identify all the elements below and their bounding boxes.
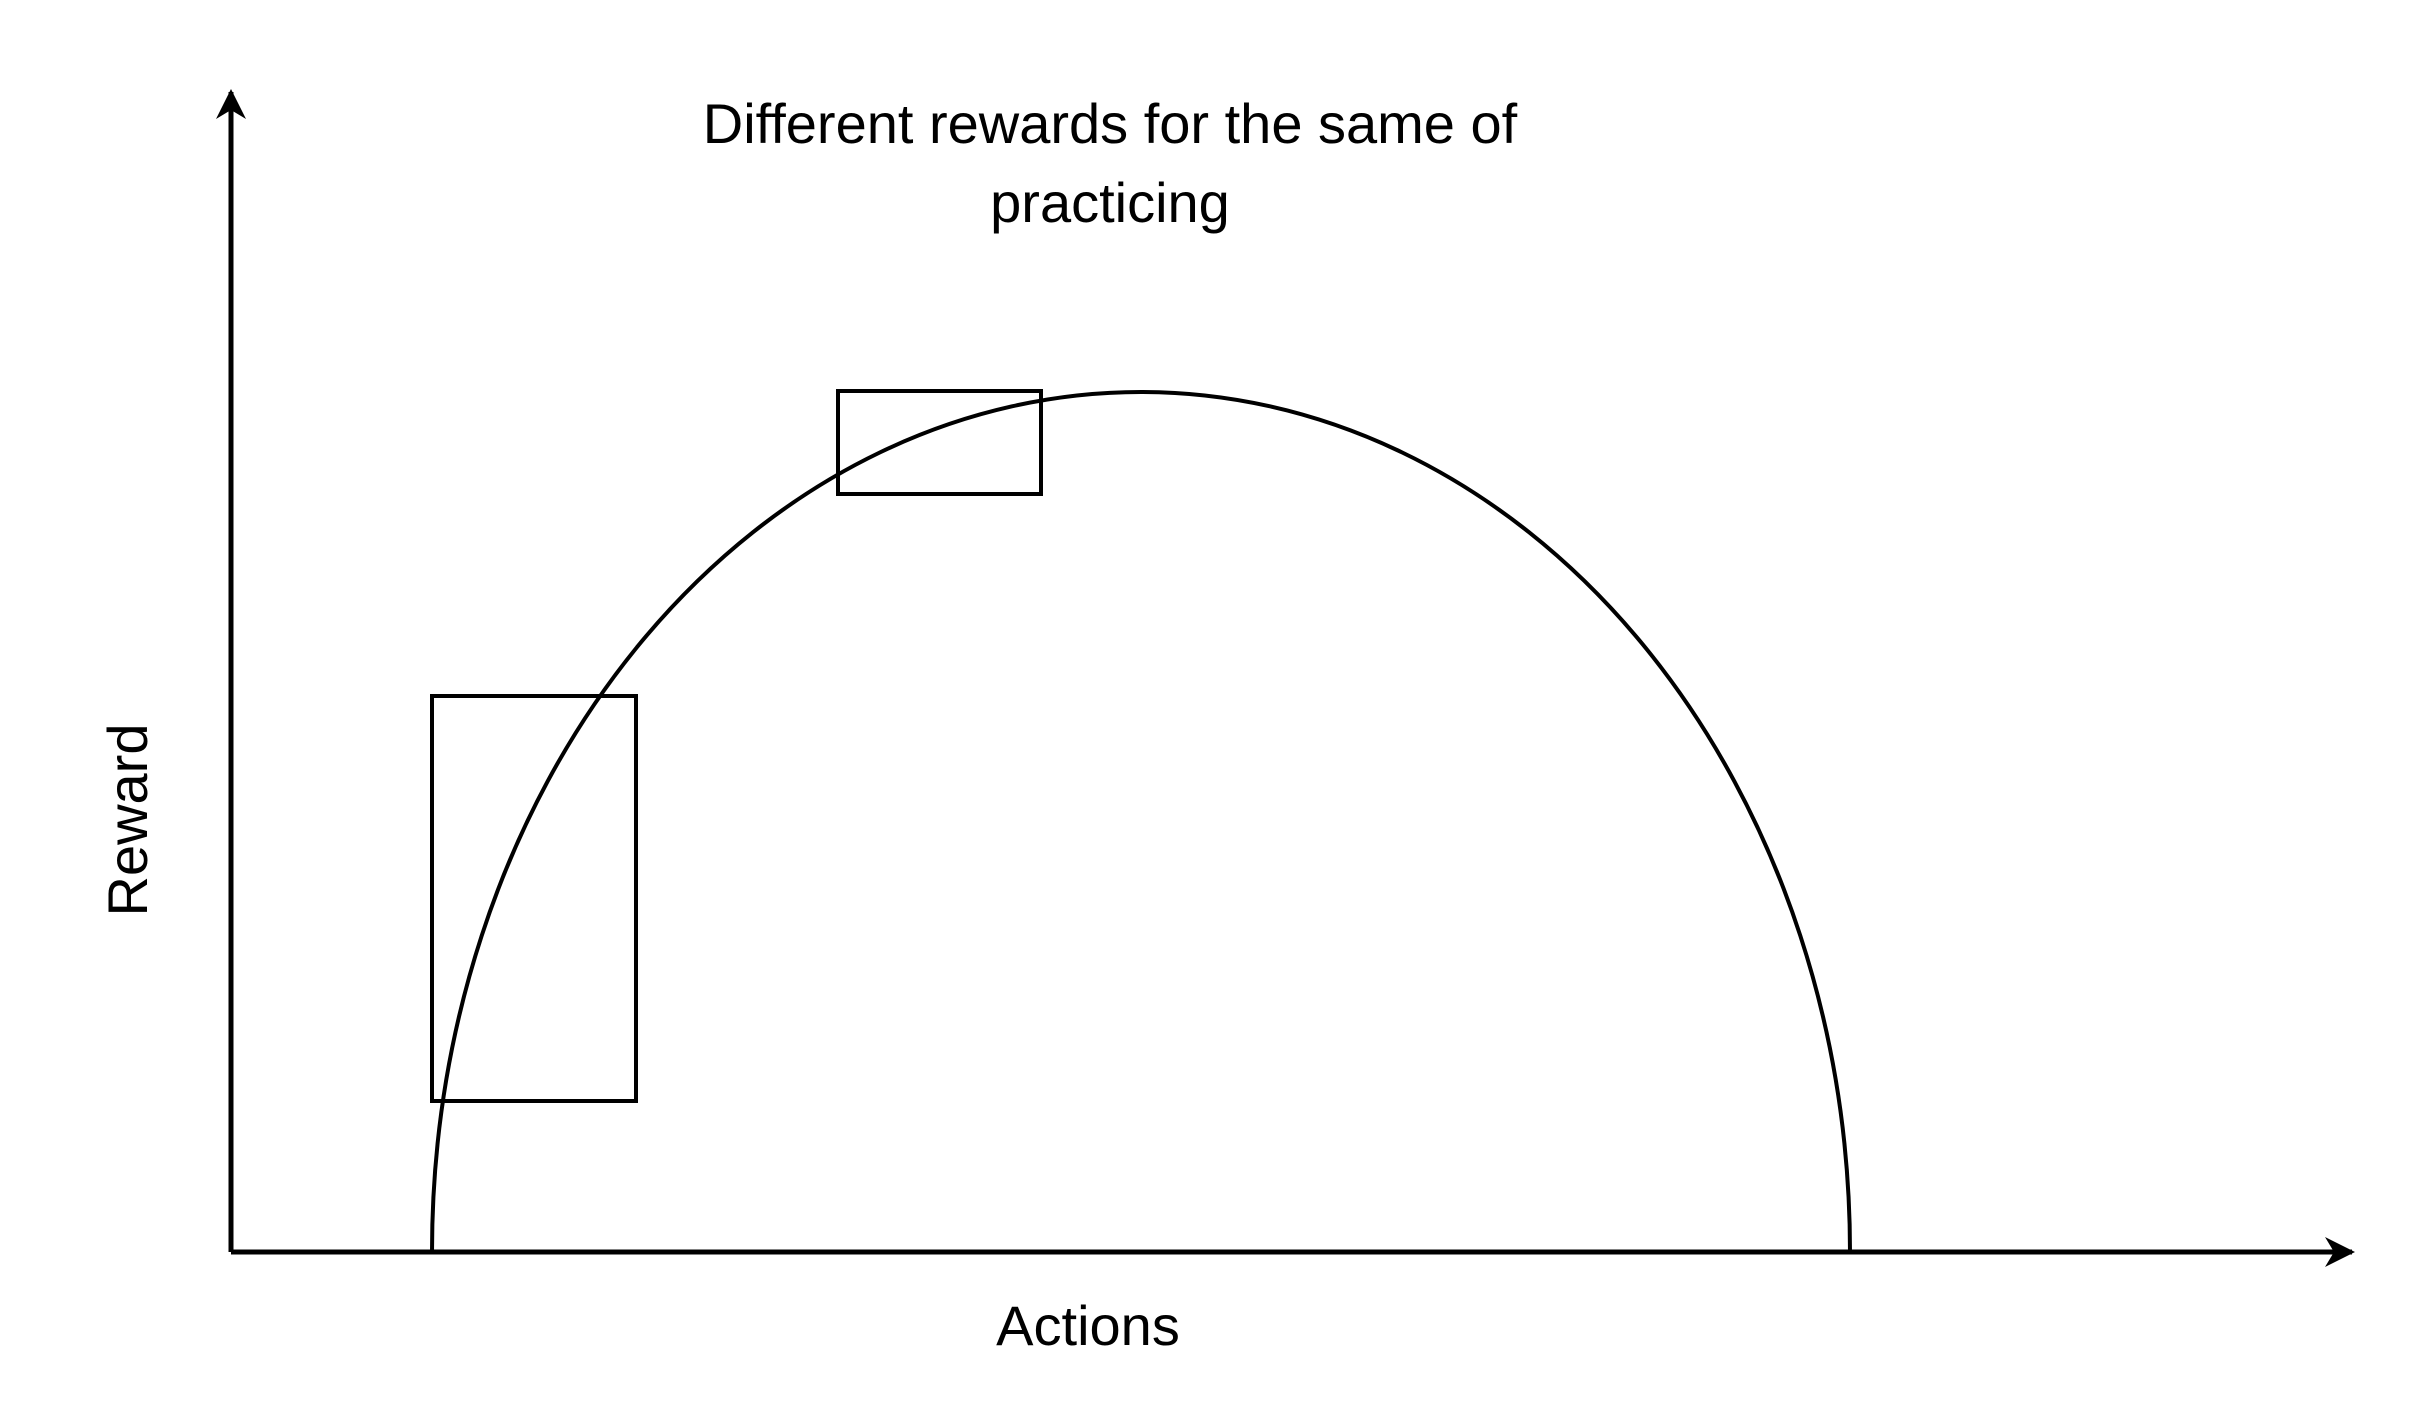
upper-reward-box xyxy=(836,389,1043,496)
diagram-title-line-2: practicing xyxy=(990,171,1230,234)
lower-reward-box xyxy=(430,694,638,1103)
diagram-title-line-1: Different rewards for the same of xyxy=(703,92,1518,155)
reward-curve xyxy=(430,390,1852,1253)
y-axis-label: Reward xyxy=(96,724,159,917)
x-axis-label: Actions xyxy=(996,1294,1180,1357)
